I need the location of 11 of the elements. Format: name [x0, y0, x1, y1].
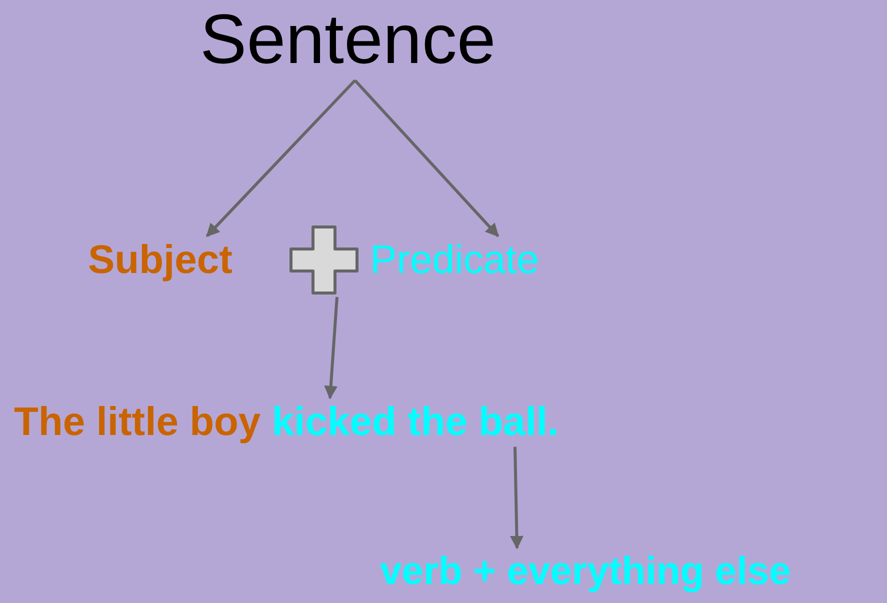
predicate-text: Predicate [370, 238, 539, 283]
arrow [354, 79, 500, 238]
explanation-text: verb + everything else [380, 550, 791, 594]
arrow [324, 296, 338, 400]
arrow [206, 79, 356, 238]
title-text: Sentence [200, 0, 496, 78]
subject-phrase-text: The little boy [14, 400, 261, 444]
arrow [510, 446, 524, 550]
subject-text: Subject [88, 238, 232, 283]
plus-icon [289, 225, 359, 295]
predicate-phrase-text: kicked the ball. [272, 400, 559, 444]
